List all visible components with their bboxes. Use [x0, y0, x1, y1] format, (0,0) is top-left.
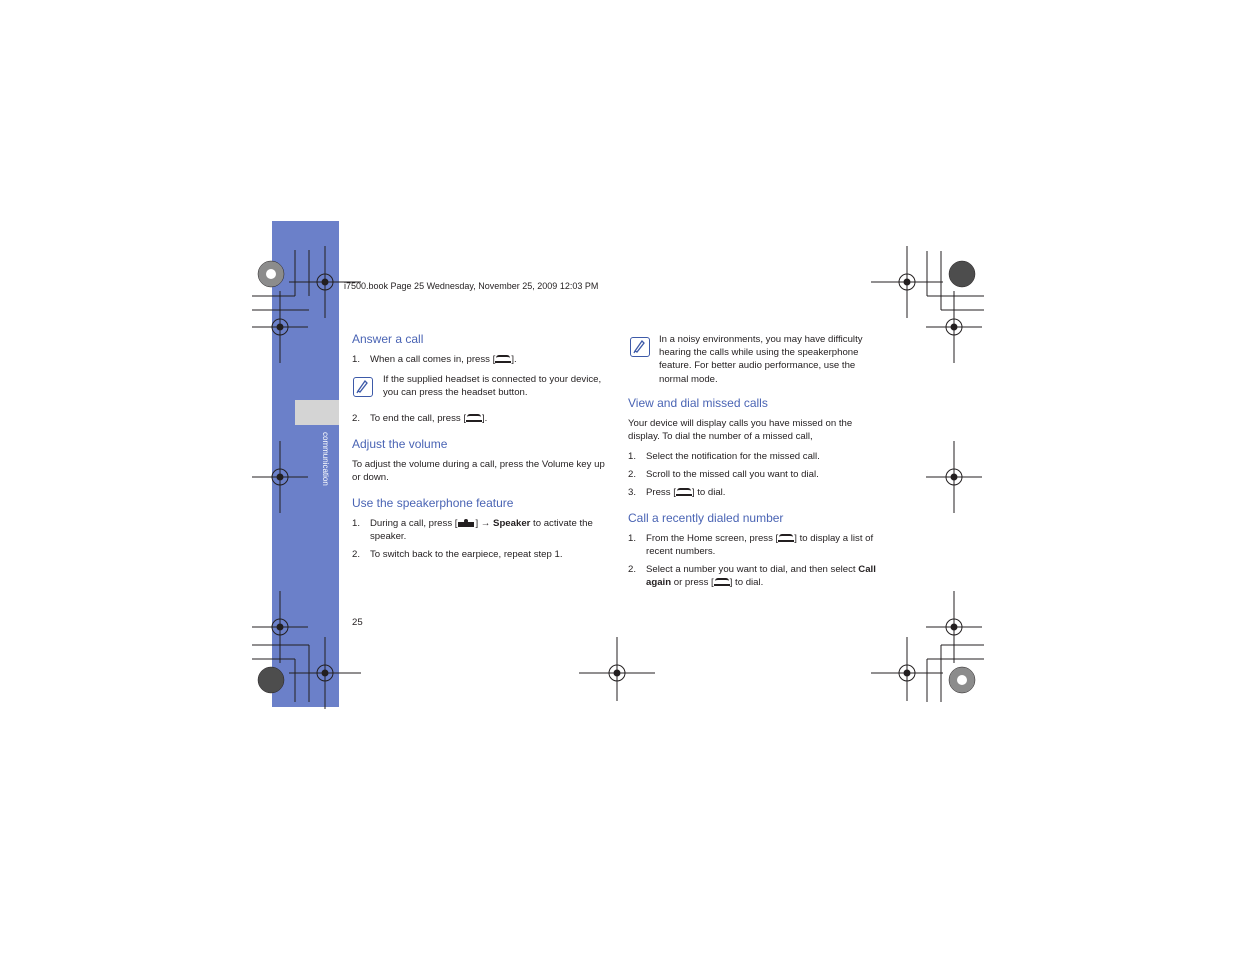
step-text-part: to activate the speaker. [370, 518, 593, 543]
adjust-volume-heading: Adjust the volume [352, 437, 448, 451]
list-item: 3. Press [ ] to dial. [628, 486, 884, 500]
step-text-part: ]. [511, 354, 517, 365]
call-key-icon [495, 353, 512, 363]
list-item: 2. To end the call, press []. [352, 412, 602, 426]
call-key-icon [675, 486, 692, 496]
step-text: To end the call, press []. [370, 412, 487, 425]
step-text-part: Press [ [646, 487, 676, 498]
missed-calls-heading: View and dial missed calls [628, 396, 768, 410]
step-number: 2. [628, 564, 637, 575]
step-text-part: ] to dial. [729, 577, 764, 589]
step-number: 2. [628, 469, 637, 480]
step-text: When a call comes in, press []. [370, 353, 517, 366]
step-number: 1. [628, 451, 637, 462]
list-item: 2. Select a number you want to dial, and… [628, 563, 884, 591]
step-text-part: From the Home screen, press [ [646, 533, 779, 544]
answer-call-heading: Answer a call [352, 332, 424, 346]
end-key-icon [466, 412, 482, 422]
step-text: From the Home screen, press [] to displa… [646, 532, 884, 558]
step-text-part: or press [ [671, 577, 714, 589]
call-again-option-label: Call again [646, 564, 876, 589]
call-key-icon [713, 576, 730, 587]
step-text-part: ] to dial. [691, 487, 726, 498]
call-key-icon [778, 532, 795, 542]
print-header: i7500.book Page 25 Wednesday, November 2… [344, 281, 599, 291]
step-text-part: ] to display a list of recent numbers. [646, 533, 874, 558]
step-number: 1. [352, 518, 361, 529]
step-text-part: ] → [475, 518, 494, 529]
chapter-tab-marker [295, 400, 339, 425]
step-number: 2. [352, 413, 361, 424]
step-text-part: To end the call, press [ [370, 413, 466, 424]
step-number: 2. [352, 549, 361, 560]
speakerphone-heading: Use the speakerphone feature [352, 496, 514, 510]
step-text: To switch back to the earpiece, repeat s… [370, 549, 563, 560]
step-number: 1. [352, 354, 361, 365]
note-text: If the supplied headset is connected to … [383, 374, 602, 399]
step-text-part: When a call comes in, press [ [370, 354, 496, 365]
recent-number-heading: Call a recently dialed number [628, 511, 784, 525]
step-text: During a call, press [ ] → Speaker to act… [370, 517, 608, 543]
list-item: 1. When a call comes in, press []. [352, 353, 602, 367]
step-text-part: ]. [482, 413, 488, 424]
volume-text: To adjust the volume during a call, pres… [352, 459, 605, 484]
list-item: 1. Select the notification for the misse… [628, 450, 884, 464]
note-icon [353, 377, 373, 397]
note-icon [630, 337, 650, 357]
step-number: 1. [628, 533, 637, 544]
step-text-part: During a call, press [ [370, 518, 458, 529]
options-key-icon [457, 518, 475, 528]
step-number: 3. [628, 487, 637, 498]
list-item: 2. Scroll to the missed call you want to… [628, 468, 884, 482]
speaker-option-label: Speaker [493, 518, 531, 529]
page-number: 25 [352, 617, 363, 628]
step-text: Press [ ] to dial. [646, 486, 725, 499]
step-text: Scroll to the missed call you want to di… [646, 469, 819, 480]
list-item: 1. From the Home screen, press [] to dis… [628, 532, 884, 560]
list-item: 2. To switch back to the earpiece, repea… [352, 548, 608, 562]
list-item: 1. During a call, press [ ] → Speaker to … [352, 517, 608, 545]
step-text-part: Select a number you want to dial, and th… [646, 564, 859, 575]
note-text: In a noisy environments, you may have di… [659, 334, 863, 385]
step-text: Select a number you want to dial, and th… [646, 563, 884, 589]
step-text: Select the notification for the missed c… [646, 451, 820, 462]
missed-calls-text: Your device will display calls you have … [628, 418, 853, 443]
